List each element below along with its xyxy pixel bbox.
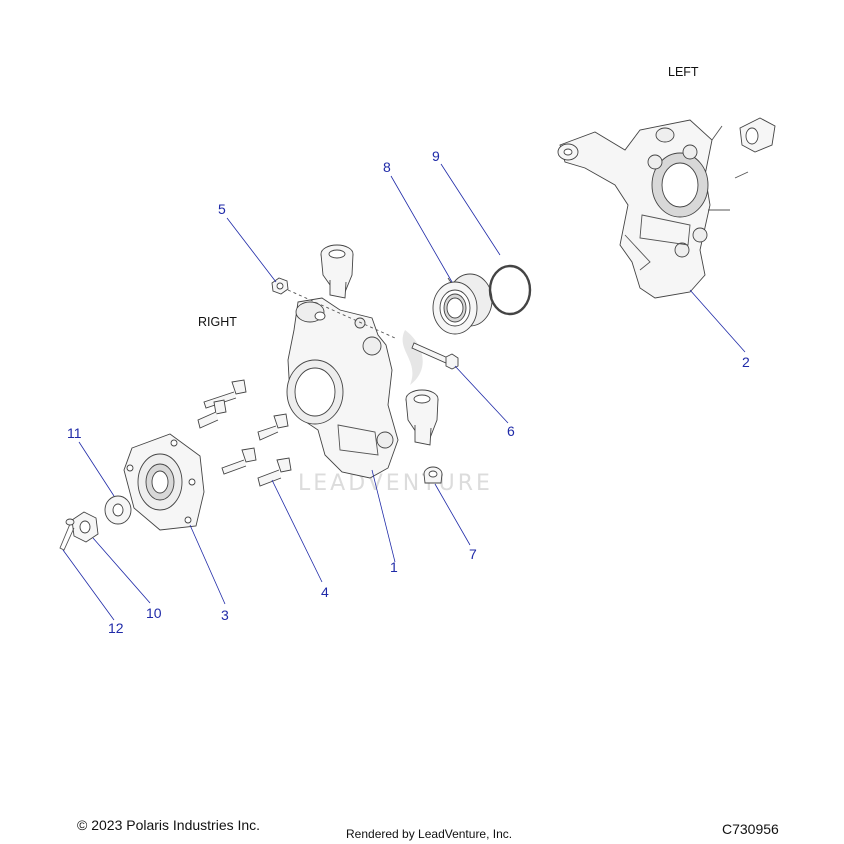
callout-6: 6 bbox=[507, 423, 515, 439]
callout-2: 2 bbox=[742, 354, 750, 370]
left-side-label: LEFT bbox=[668, 65, 699, 79]
diagram-id: C730956 bbox=[722, 821, 779, 837]
upper-ball-joint bbox=[320, 244, 354, 299]
watermark: LEADVENTURE bbox=[298, 330, 493, 496]
pinch-bolt bbox=[411, 342, 459, 370]
copyright-text: © 2023 Polaris Industries Inc. bbox=[77, 817, 260, 833]
footer: © 2023 Polaris Industries Inc. Rendered … bbox=[77, 817, 779, 841]
left-knuckle bbox=[557, 117, 776, 299]
leader-lines bbox=[62, 163, 746, 621]
castle-nut bbox=[71, 511, 99, 543]
callout-4: 4 bbox=[321, 584, 329, 600]
wheel-hub bbox=[123, 433, 205, 531]
callout-5: 5 bbox=[218, 201, 226, 217]
callouts: 1 2 3 4 5 6 7 8 9 10 11 12 bbox=[67, 148, 750, 636]
rendered-by-text: Rendered by LeadVenture, Inc. bbox=[346, 827, 512, 841]
snap-ring bbox=[488, 250, 532, 316]
wheel-bearing bbox=[432, 273, 493, 335]
callout-3: 3 bbox=[221, 607, 229, 623]
callout-11: 11 bbox=[67, 425, 82, 441]
callout-9: 9 bbox=[432, 148, 440, 164]
right-side-label: RIGHT bbox=[198, 315, 237, 329]
lower-ball-joint bbox=[405, 389, 439, 446]
callout-8: 8 bbox=[383, 159, 391, 175]
lower-nut bbox=[423, 466, 443, 484]
callout-12: 12 bbox=[108, 620, 124, 636]
callout-1: 1 bbox=[390, 559, 398, 575]
cotter-pin bbox=[59, 518, 75, 551]
callout-10: 10 bbox=[146, 605, 162, 621]
right-knuckle bbox=[286, 297, 399, 479]
watermark-text: LEADVENTURE bbox=[298, 471, 493, 496]
callout-7: 7 bbox=[469, 546, 477, 562]
wheel-studs bbox=[197, 379, 292, 487]
washer bbox=[104, 495, 132, 525]
